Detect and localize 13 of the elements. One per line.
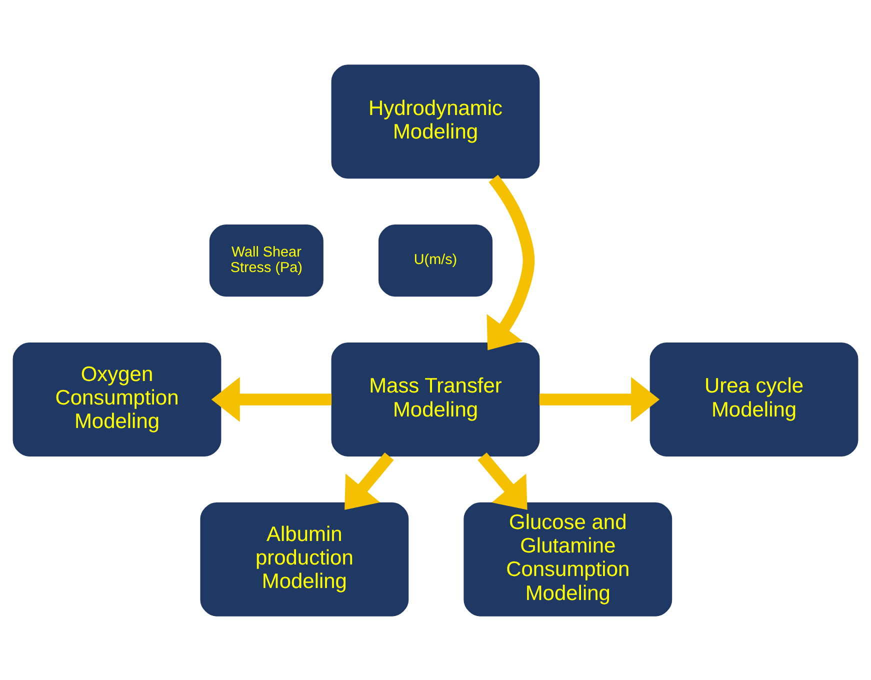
node-box: Glucose and Glutamine Consumption Modeling (464, 502, 672, 616)
node-box: Albumin production Modeling (200, 502, 409, 616)
node-box: Oxygen Consumption Modeling (12, 342, 222, 456)
node-box: U(m/s) (378, 224, 493, 296)
arrow (539, 376, 660, 422)
arrow (486, 174, 535, 350)
node-box: Hydrodynamic Modeling (331, 64, 540, 178)
arrow (211, 376, 332, 422)
node-box: Wall Shear Stress (Pa) (209, 224, 324, 296)
arrow (478, 452, 528, 510)
node-box: Mass Transfer Modeling (331, 342, 540, 456)
node-box: Urea cycle Modeling (650, 342, 858, 456)
arrow (344, 452, 394, 510)
